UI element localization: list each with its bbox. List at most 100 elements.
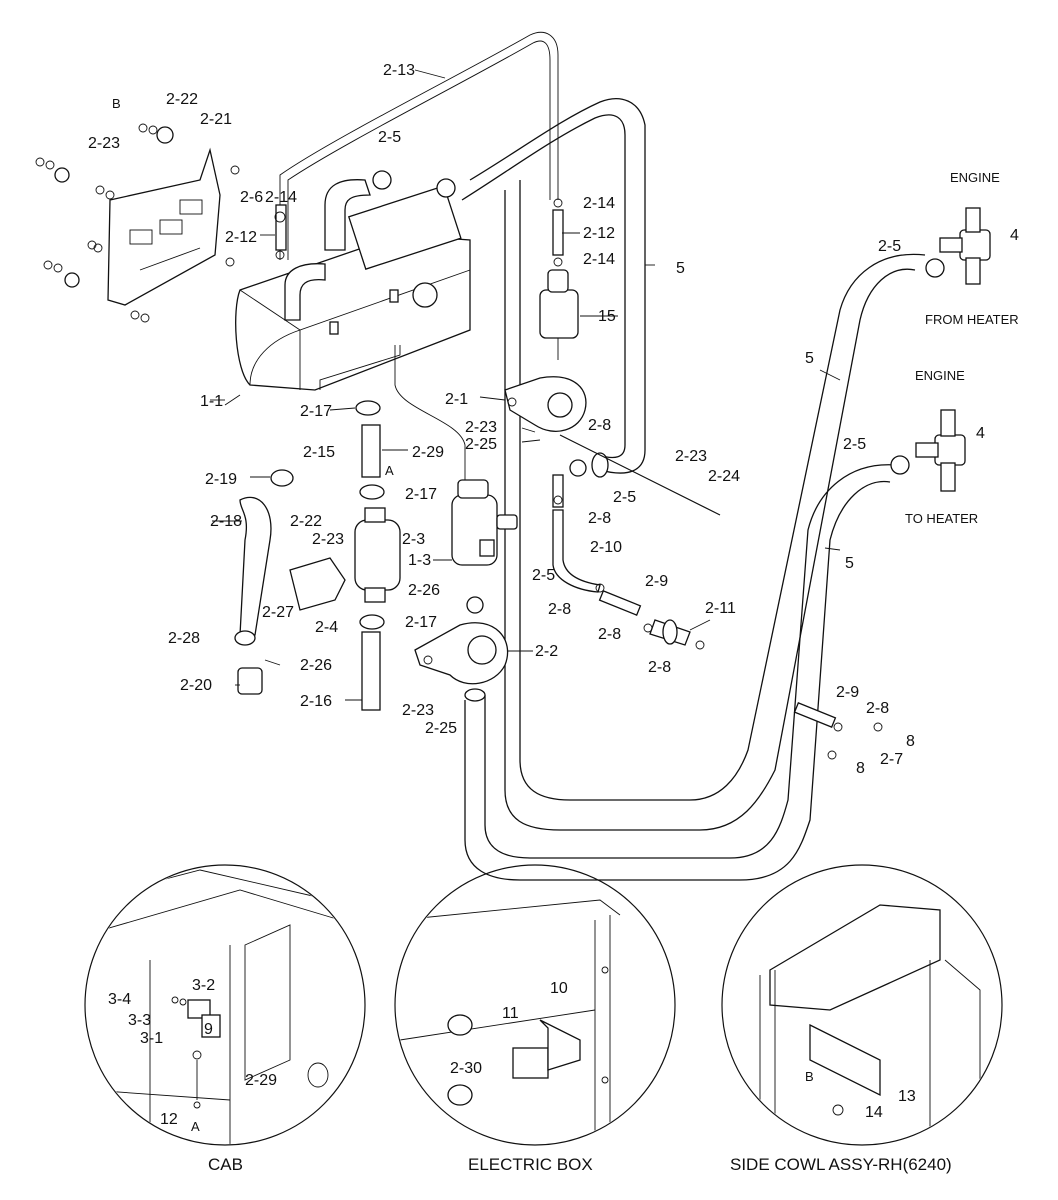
label-3-1: 3-1 [140,1030,163,1047]
label-2-11: 2-11 [705,600,736,617]
label-2-29: 2-29 [245,1072,277,1089]
label-from-heater: FROM HEATER [925,312,1019,327]
label-3-2: 3-2 [192,977,215,994]
label-2-9: 2-9 [836,684,859,701]
label-2-5: 2-5 [532,567,555,584]
caption-electric-box: ELECTRIC BOX [468,1155,593,1174]
coolant-pump-1-3 [451,479,518,566]
label-10: 10 [550,980,568,997]
label-8: 8 [906,733,915,750]
label-2-23: 2-23 [88,135,120,152]
label-15: 15 [598,308,616,325]
label-2-5: 2-5 [843,436,866,453]
label-2-8: 2-8 [588,417,611,434]
label-2-8: 2-8 [866,700,889,717]
label-8: 8 [856,760,865,777]
label-2-13: 2-13 [383,62,415,79]
label-engine-lower: ENGINE [915,368,965,383]
coolant-pipe-2-13 [279,31,559,260]
label-2-26: 2-26 [300,657,332,674]
label-2-18: 2-18 [210,513,242,530]
label-2-29: 2-29 [412,444,444,461]
label-5: 5 [676,260,685,277]
label-3-3: 3-3 [128,1012,151,1029]
label-2-2: 2-2 [535,643,558,660]
label-11: 11 [502,1005,519,1022]
exhaust-muffler-2-3 [354,507,401,603]
label-2-8: 2-8 [648,659,671,676]
label-2-28: 2-28 [168,630,200,647]
heater-unit [235,179,471,391]
label-2-23: 2-23 [465,419,497,436]
label-2-23: 2-23 [402,702,434,719]
label-5: 5 [845,555,854,572]
label-2-15: 2-15 [303,444,335,461]
wire-harness-2-29 [394,345,466,480]
label-A-top: A [385,463,394,478]
mounting-bracket-2-6 [107,147,221,306]
caption-side-cowl: SIDE COWL ASSY-RH(6240) [730,1155,952,1174]
label-2-9: 2-9 [645,573,668,590]
label-2-14: 2-14 [583,195,615,212]
label-2-21: 2-21 [200,111,232,128]
label-2-24: 2-24 [708,468,740,485]
label-1-3: 1-3 [408,552,431,569]
label-5: 5 [805,350,814,367]
label-2-23: 2-23 [675,448,707,465]
label-2-17: 2-17 [405,486,437,503]
label-2-5: 2-5 [613,489,636,506]
tubes [237,204,837,728]
label-2-7: 2-7 [880,751,903,768]
label-2-5: 2-5 [878,238,901,255]
label-1-1: 1-1 [200,393,223,410]
label-A-cab: A [191,1119,200,1134]
label-2-6: 2-6 [240,189,263,206]
label-2-22: 2-22 [290,513,322,530]
caption-cab: CAB [208,1155,243,1174]
label-2-12: 2-12 [583,225,615,242]
label-2-1: 2-1 [445,391,468,408]
label-2-12: 2-12 [225,229,257,246]
label-2-8: 2-8 [588,510,611,527]
label-2-22: 2-22 [166,91,198,108]
label-2-25: 2-25 [425,720,457,737]
part-labels: 2-13 B 2-22 2-23 2-21 2-5 2-6 2-14 2-12 … [88,62,1019,1134]
pump-bracket-2-2 [414,622,509,685]
bolt-2-24 [559,434,721,516]
label-2-19: 2-19 [205,471,237,488]
check-valve-2-11 [649,619,691,646]
label-12: 12 [160,1111,178,1128]
label-4: 4 [976,425,985,442]
label-14: 14 [865,1104,883,1121]
hose-clamps [234,170,945,760]
tee-fitting-upper [939,207,991,285]
label-2-8: 2-8 [548,601,571,618]
label-2-17: 2-17 [300,403,332,420]
label-2-26: 2-26 [408,582,440,599]
label-2-14: 2-14 [583,251,615,268]
label-2-25: 2-25 [465,436,497,453]
label-2-16: 2-16 [300,693,332,710]
label-2-20: 2-20 [180,677,212,694]
label-13: 13 [898,1088,916,1105]
label-2-30: 2-30 [450,1060,482,1077]
label-B-top: B [112,96,121,111]
detail-cab [84,864,366,1146]
label-B-cowl: B [805,1069,814,1084]
label-2-3: 2-3 [402,531,425,548]
label-to-heater: TO HEATER [905,511,978,526]
muffler-bracket-2-4 [289,557,346,611]
coolant-hose-long [461,98,926,881]
label-9: 9 [204,1021,213,1038]
label-2-17: 2-17 [405,614,437,631]
fasteners [35,123,240,323]
label-2-14: 2-14 [265,189,297,206]
label-4: 4 [1010,227,1019,244]
fuel-pump-15 [539,269,579,360]
detail-electric-box [394,864,676,1146]
label-2-8: 2-8 [598,626,621,643]
leader-lines [210,69,841,701]
label-3-4: 3-4 [108,991,131,1008]
label-2-10: 2-10 [590,539,622,556]
